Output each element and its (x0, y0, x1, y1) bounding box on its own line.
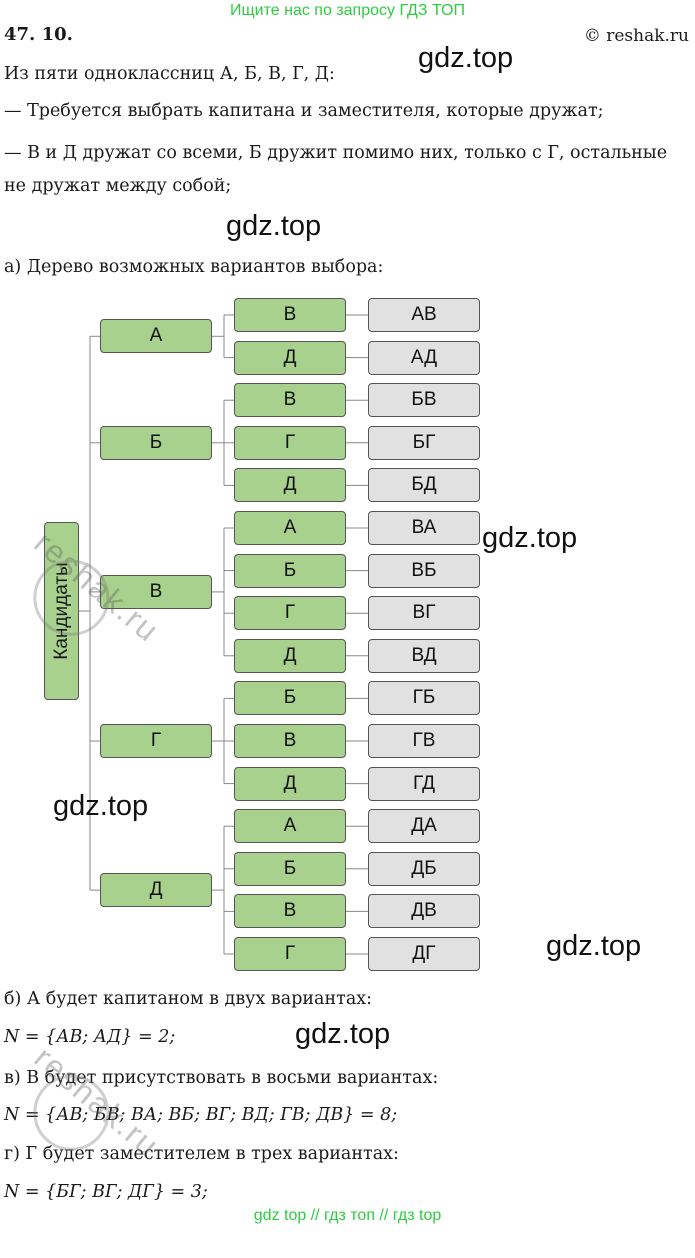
partner-node: А (234, 809, 346, 844)
condition-2-line-2: не дружат между собой; (4, 176, 232, 196)
partner-node: Д (234, 340, 346, 375)
watermark: gdz.top (418, 42, 514, 74)
part-v-heading: в) В будет присутствовать в восьми вариа… (4, 1068, 439, 1088)
partner-node: А (234, 511, 346, 545)
part-v-equation: N = {АВ; БВ; ВА; ВБ; ВГ; ВД; ГВ; ДВ} = 8… (4, 1105, 398, 1125)
partner-node: Г (234, 596, 346, 631)
captain-node: Д (100, 873, 212, 908)
partner-node: Д (234, 468, 346, 503)
captain-node: Г (100, 724, 212, 758)
condition-2-line-1: — В и Д дружат со всеми, Б дружит помимо… (4, 143, 668, 163)
captain-node: Б (100, 425, 212, 460)
part-b-heading: б) А будет капитаном в двух вариантах: (4, 989, 373, 1009)
partner-node: Г (234, 425, 346, 460)
exercise-number: 47. 10. (4, 24, 73, 45)
footer-links[interactable]: gdz top // гдз топ // гдз top (253, 1207, 442, 1224)
part-a-heading: а) Дерево возможных вариантов выбора: (4, 257, 384, 277)
partner-node: Б (234, 553, 346, 588)
pair-node: АД (368, 340, 480, 375)
partner-node: Б (234, 851, 346, 886)
tree-root-box: Кандидаты (44, 522, 79, 700)
condition-1: — Требуется выбрать капитана и заместите… (4, 101, 604, 121)
pair-node: ВБ (368, 553, 480, 588)
partner-node: Д (234, 766, 346, 801)
watermark: gdz.top (53, 790, 149, 822)
partner-node: Г (234, 937, 346, 971)
captain-node: В (100, 574, 212, 609)
tree-connectors (79, 314, 368, 955)
search-banner[interactable]: Ищите нас по запросу ГДЗ ТОП (230, 2, 465, 19)
copyright-label: © reshak.ru (583, 26, 689, 46)
captain-node: А (100, 319, 212, 354)
partner-node: Д (234, 638, 346, 673)
watermark: gdz.top (226, 210, 322, 242)
part-g-equation: N = {БГ; ВГ; ДГ} = 3; (4, 1182, 208, 1202)
watermark: gdz.top (482, 522, 578, 554)
partner-node: В (234, 724, 346, 758)
watermark: gdz.top (546, 930, 642, 962)
intro-text: Из пяти одноклассниц А, Б, В, Г, Д: (4, 64, 335, 84)
watermark: gdz.top (295, 1018, 391, 1050)
pair-node: ДБ (368, 851, 480, 886)
pair-node: АВ (368, 298, 480, 332)
pair-node: ВГ (368, 596, 480, 631)
part-b-equation: N = {АВ; АД} = 2; (4, 1027, 176, 1047)
partner-node: В (234, 383, 346, 418)
pair-node: БГ (368, 425, 480, 460)
pair-node: ГВ (368, 724, 480, 758)
pair-node: ГД (368, 766, 480, 801)
pair-node: БД (368, 468, 480, 503)
partner-node: В (234, 894, 346, 929)
pair-node: БВ (368, 383, 480, 418)
pair-node: ДА (368, 809, 480, 844)
part-g-heading: г) Г будет заместителем в трех вариантах… (4, 1144, 399, 1164)
pair-node: ВД (368, 638, 480, 673)
pair-node: ВА (368, 511, 480, 545)
pair-node: ДВ (368, 894, 480, 929)
pair-node: ДГ (368, 937, 480, 971)
pair-node: ГБ (368, 681, 480, 716)
partner-node: В (234, 298, 346, 332)
partner-node: Б (234, 681, 346, 716)
